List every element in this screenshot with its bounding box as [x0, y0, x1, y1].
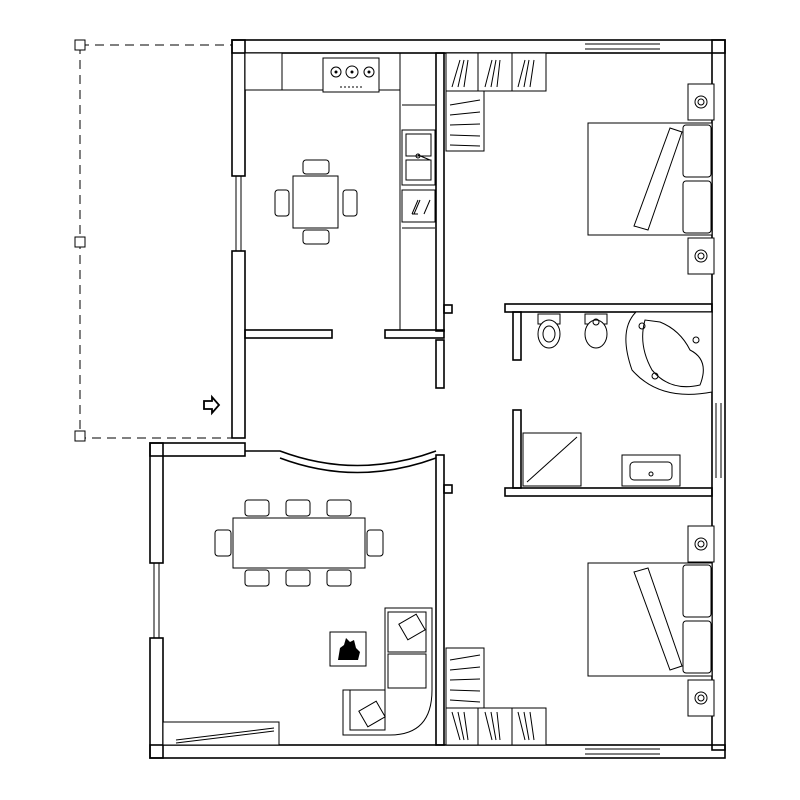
dining-table-icon — [274, 159, 358, 245]
chair — [244, 499, 270, 517]
nightstand-lamp-icon — [687, 679, 715, 717]
bathroom — [522, 311, 713, 487]
toilet-icon — [537, 313, 561, 349]
window — [585, 748, 660, 755]
window — [585, 43, 660, 50]
dining-table-icon — [214, 499, 384, 587]
dishwasher-icon — [401, 189, 436, 223]
bidet-icon — [584, 313, 608, 349]
window — [715, 403, 722, 478]
nightstand-lamp-icon — [687, 237, 715, 275]
stove-icon — [322, 57, 380, 93]
pillow — [682, 620, 712, 674]
sofa-icon — [342, 607, 433, 736]
living-room — [162, 499, 433, 746]
nightstand-lamp-icon — [687, 83, 715, 121]
veranda-post — [74, 39, 86, 51]
counter-cabinet — [244, 52, 283, 91]
chair — [244, 569, 270, 587]
fireplace-icon — [329, 631, 367, 667]
washbasin-icon — [621, 454, 681, 487]
chair — [326, 499, 352, 517]
chair — [274, 189, 290, 217]
window — [235, 176, 242, 251]
sink-icon — [401, 129, 436, 186]
veranda-post — [74, 430, 86, 442]
kitchen — [244, 52, 436, 330]
bedroom-2 — [445, 525, 715, 746]
chair — [285, 499, 311, 517]
bathtub-icon — [625, 311, 713, 395]
chair — [326, 569, 352, 587]
wardrobe-icon — [445, 647, 547, 746]
cushion — [398, 613, 426, 641]
shower-icon — [522, 432, 582, 487]
cushion — [358, 700, 386, 728]
bedroom-1 — [445, 52, 715, 275]
bed-icon — [587, 562, 713, 677]
chair — [302, 229, 330, 245]
entrance-arrow-icon — [203, 394, 221, 416]
wardrobe-icon — [445, 52, 547, 152]
chair — [342, 189, 358, 217]
nightstand-lamp-icon — [687, 525, 715, 563]
chair — [302, 159, 330, 175]
chair — [366, 529, 384, 557]
pillow — [682, 564, 712, 618]
sideboard — [162, 721, 280, 746]
pillow — [682, 180, 712, 234]
chair — [285, 569, 311, 587]
window — [153, 563, 160, 638]
bed-icon — [587, 122, 713, 236]
interior-walls — [244, 52, 713, 746]
pillow — [682, 124, 712, 178]
chair — [214, 529, 232, 557]
veranda-post — [74, 236, 86, 248]
veranda-outline — [74, 39, 232, 442]
